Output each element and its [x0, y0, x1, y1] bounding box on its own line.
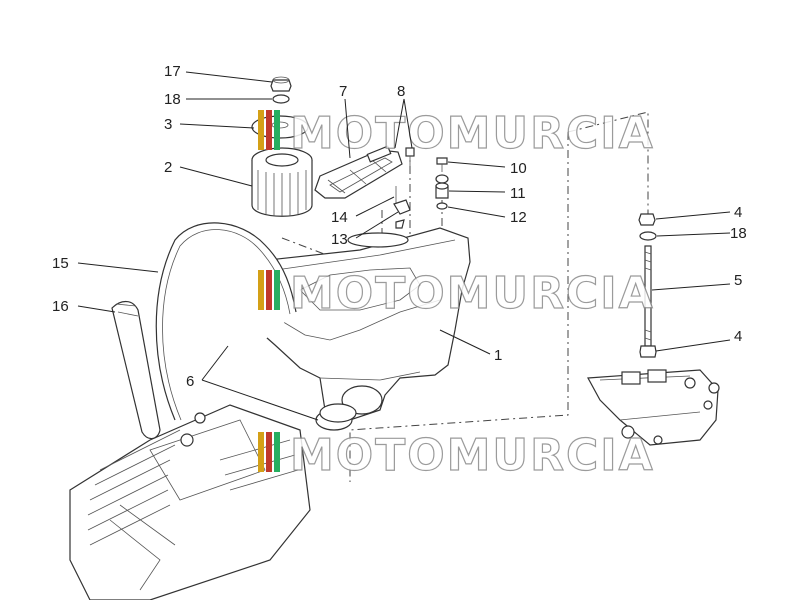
engine-block — [69, 404, 311, 600]
callout-16: 16 — [52, 298, 69, 315]
callout-11: 11 — [510, 185, 526, 202]
drain-hose — [111, 300, 161, 440]
callout-12: 12 — [510, 209, 527, 226]
watermark-middle: MOTOMURCIA — [258, 267, 655, 320]
fasteners — [393, 147, 449, 229]
watermark-stripe-red — [266, 270, 272, 310]
watermark-stripe-gold — [258, 270, 264, 310]
callout-13: 13 — [331, 231, 348, 248]
callout-10: 10 — [510, 160, 527, 177]
stud-assembly — [638, 213, 657, 358]
watermark-text: MOTOMURCIA — [290, 268, 655, 319]
air-filter — [251, 147, 313, 217]
breather-hose — [155, 222, 297, 421]
callout-1: 1 — [494, 347, 502, 364]
callout-2: 2 — [164, 159, 172, 176]
watermark-stripe-green — [274, 432, 280, 472]
callout-18-right: 18 — [730, 225, 747, 242]
callout-5: 5 — [734, 272, 742, 289]
callout-4-top: 4 — [734, 204, 742, 221]
callout-14: 14 — [331, 209, 348, 226]
watermark-stripe-gold — [258, 110, 264, 150]
watermark-top: MOTOMURCIA — [258, 107, 655, 160]
air-box-lid — [314, 145, 403, 199]
watermark-bottom: MOTOMURCIA — [258, 429, 655, 482]
watermark-stripe-green — [274, 110, 280, 150]
watermark-stripe-red — [266, 432, 272, 472]
callout-15: 15 — [52, 255, 69, 272]
top-nut-and-washer — [270, 76, 292, 104]
watermark-text: MOTOMURCIA — [290, 108, 655, 159]
callout-18-top: 18 — [164, 91, 181, 108]
callout-4-bottom: 4 — [734, 328, 742, 345]
callout-17: 17 — [164, 63, 181, 80]
callout-labels: 17 18 3 2 7 8 10 11 12 14 13 15 16 1 6 4… — [52, 63, 747, 390]
watermark-stripe-red — [266, 110, 272, 150]
frame-bracket — [587, 369, 720, 446]
callout-6: 6 — [186, 373, 194, 390]
callout-7: 7 — [339, 83, 347, 100]
callout-8: 8 — [397, 83, 405, 100]
watermark-stripe-green — [274, 270, 280, 310]
leader-lines — [77, 71, 731, 421]
watermark-stripe-gold — [258, 432, 264, 472]
callout-3: 3 — [164, 116, 172, 133]
watermark-text: MOTOMURCIA — [290, 430, 655, 481]
